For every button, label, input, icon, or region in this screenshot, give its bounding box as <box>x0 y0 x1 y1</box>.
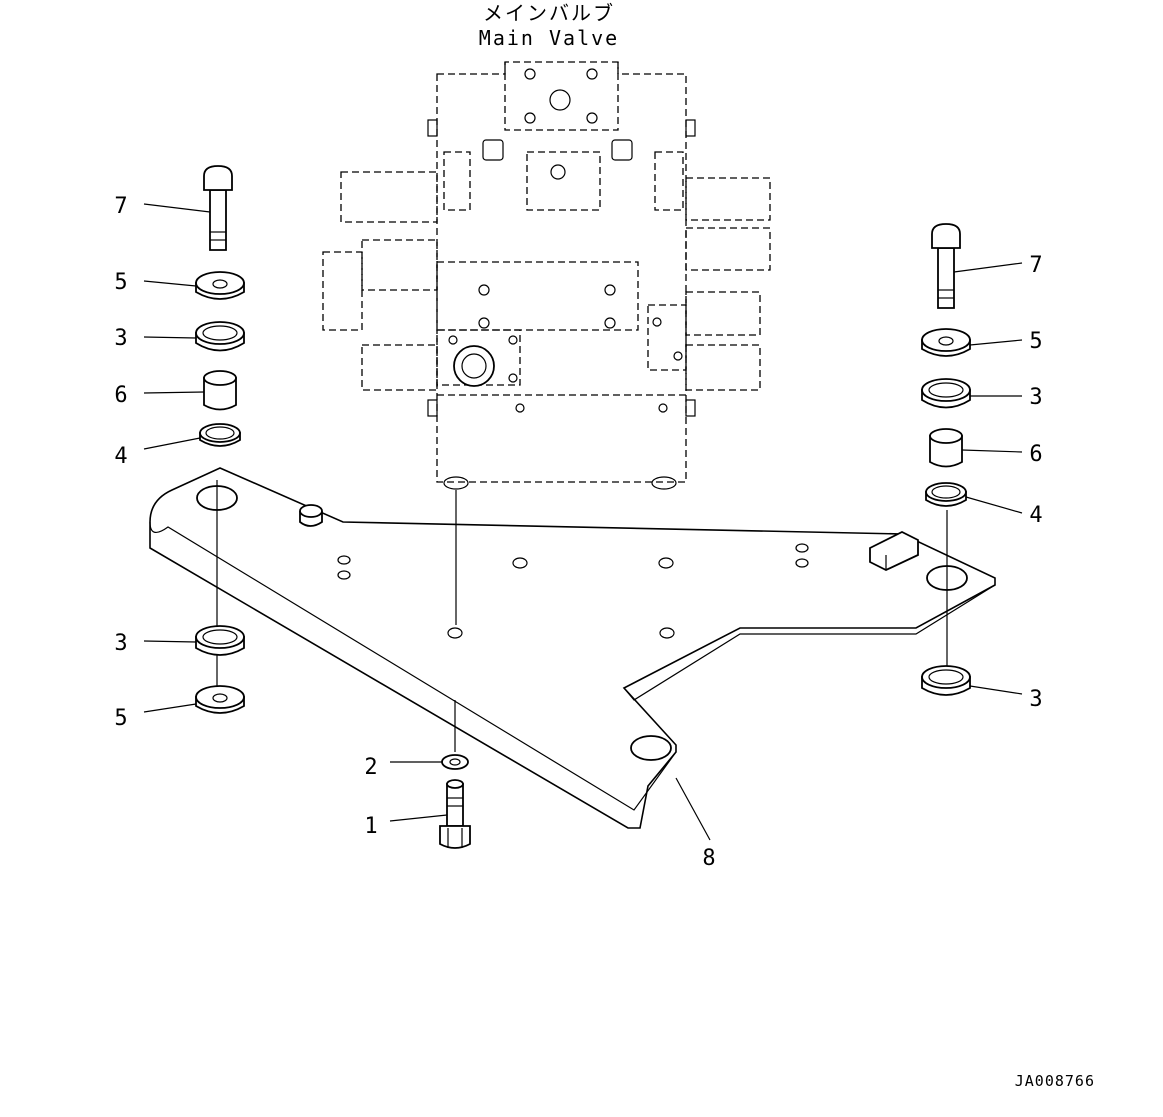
cushion-icon <box>921 665 971 696</box>
bracket-icon <box>149 467 996 829</box>
callout-3-right-top: 3 <box>1029 385 1042 410</box>
cushion-icon <box>921 378 971 409</box>
washer-icon <box>441 754 469 770</box>
callout-7-left: 7 <box>114 194 127 219</box>
callout-3-left-top: 3 <box>114 326 127 351</box>
callout-5-left-top: 5 <box>114 270 127 295</box>
callout-8: 8 <box>702 846 715 871</box>
callout-3-left-bottom: 3 <box>114 631 127 656</box>
washer-icon <box>921 328 971 357</box>
cushion-icon <box>195 625 245 656</box>
collar-icon <box>203 370 237 411</box>
bolt-icon <box>931 223 961 309</box>
callout-5-right: 5 <box>1029 329 1042 354</box>
callout-6-right: 6 <box>1029 442 1042 467</box>
callout-1: 1 <box>364 814 377 839</box>
drawing-reference: JA008766 <box>1015 1072 1095 1090</box>
callout-4-right: 4 <box>1029 503 1042 528</box>
main-valve-icon <box>322 61 771 490</box>
leader-lines <box>143 203 1023 841</box>
callout-7-right: 7 <box>1029 253 1042 278</box>
title-en: Main Valve <box>479 26 619 50</box>
callout-6-left: 6 <box>114 383 127 408</box>
collar-icon <box>929 428 963 468</box>
washer-icon <box>195 685 245 714</box>
callout-5-left-bottom: 5 <box>114 706 127 731</box>
bolt-icon <box>203 165 233 251</box>
cushion-icon <box>195 321 245 352</box>
cushion-icon <box>199 423 241 447</box>
cushion-icon <box>925 482 967 507</box>
bolt-icon <box>439 779 471 849</box>
washer-icon <box>195 271 245 300</box>
title-jp: メインバルブ <box>483 1 615 25</box>
callout-3-right-bottom: 3 <box>1029 687 1042 712</box>
callout-4-left: 4 <box>114 444 127 469</box>
callout-2: 2 <box>364 755 377 780</box>
